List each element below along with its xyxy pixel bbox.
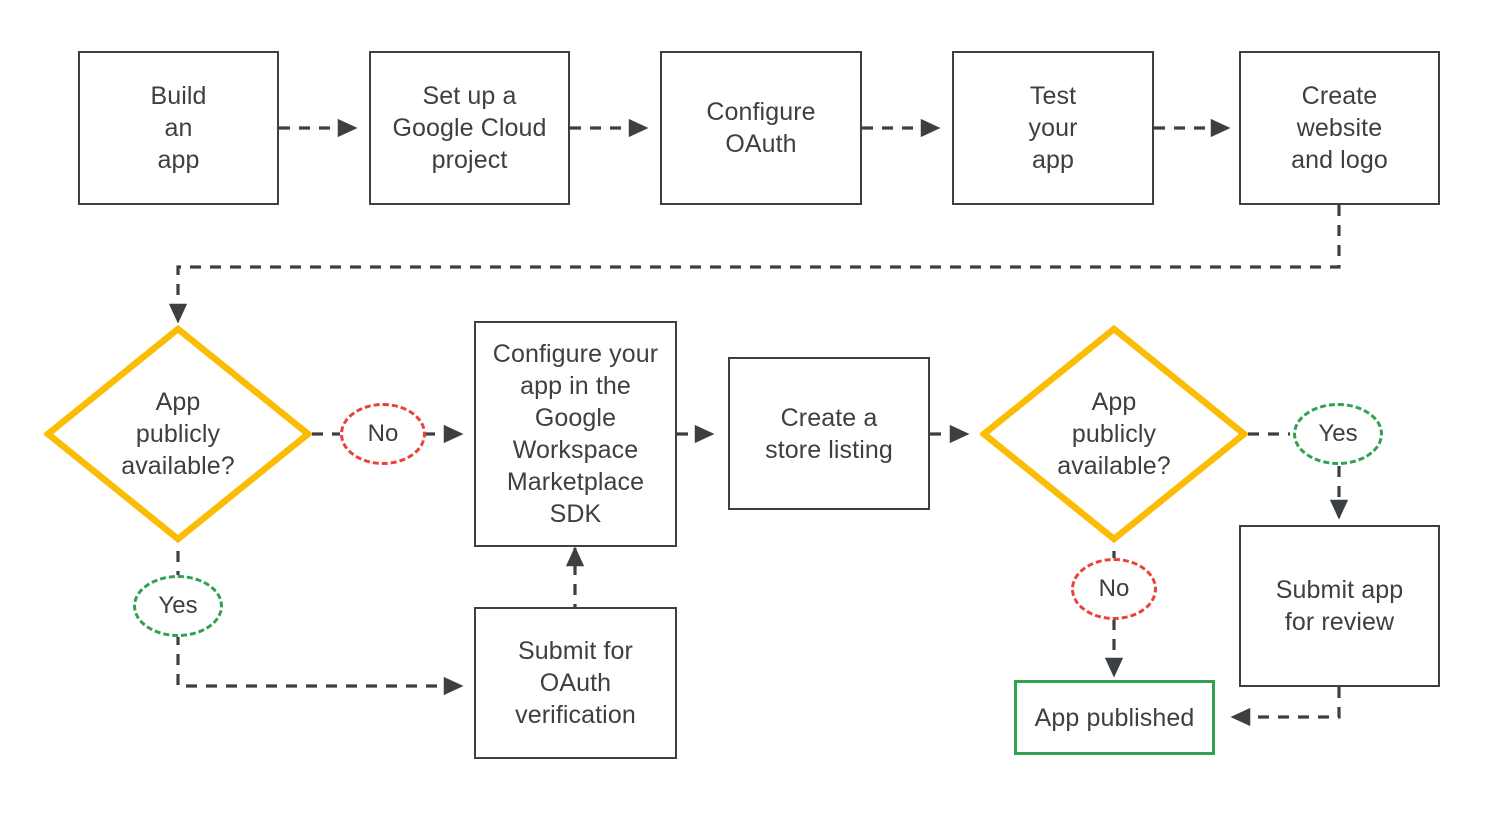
edge-label-yes-2: Yes: [1293, 403, 1383, 465]
edge-decision1-yes-b: [176, 634, 464, 696]
edge-label-yes-1: Yes: [133, 575, 223, 637]
edge-label-no-2: No: [1071, 558, 1157, 620]
edge-review-to-published: [1230, 687, 1341, 727]
edge-website-to-decision1: [168, 205, 1341, 324]
edge-label-text: No: [367, 420, 399, 447]
edge-label-text: Yes: [1318, 420, 1358, 447]
node-label: App published: [1034, 703, 1195, 732]
edge-label-text: Yes: [158, 592, 198, 619]
node-app-published[interactable]: App published: [1014, 680, 1215, 755]
edge-label-text: No: [1098, 575, 1130, 602]
edge-label-no-1: No: [340, 403, 426, 465]
